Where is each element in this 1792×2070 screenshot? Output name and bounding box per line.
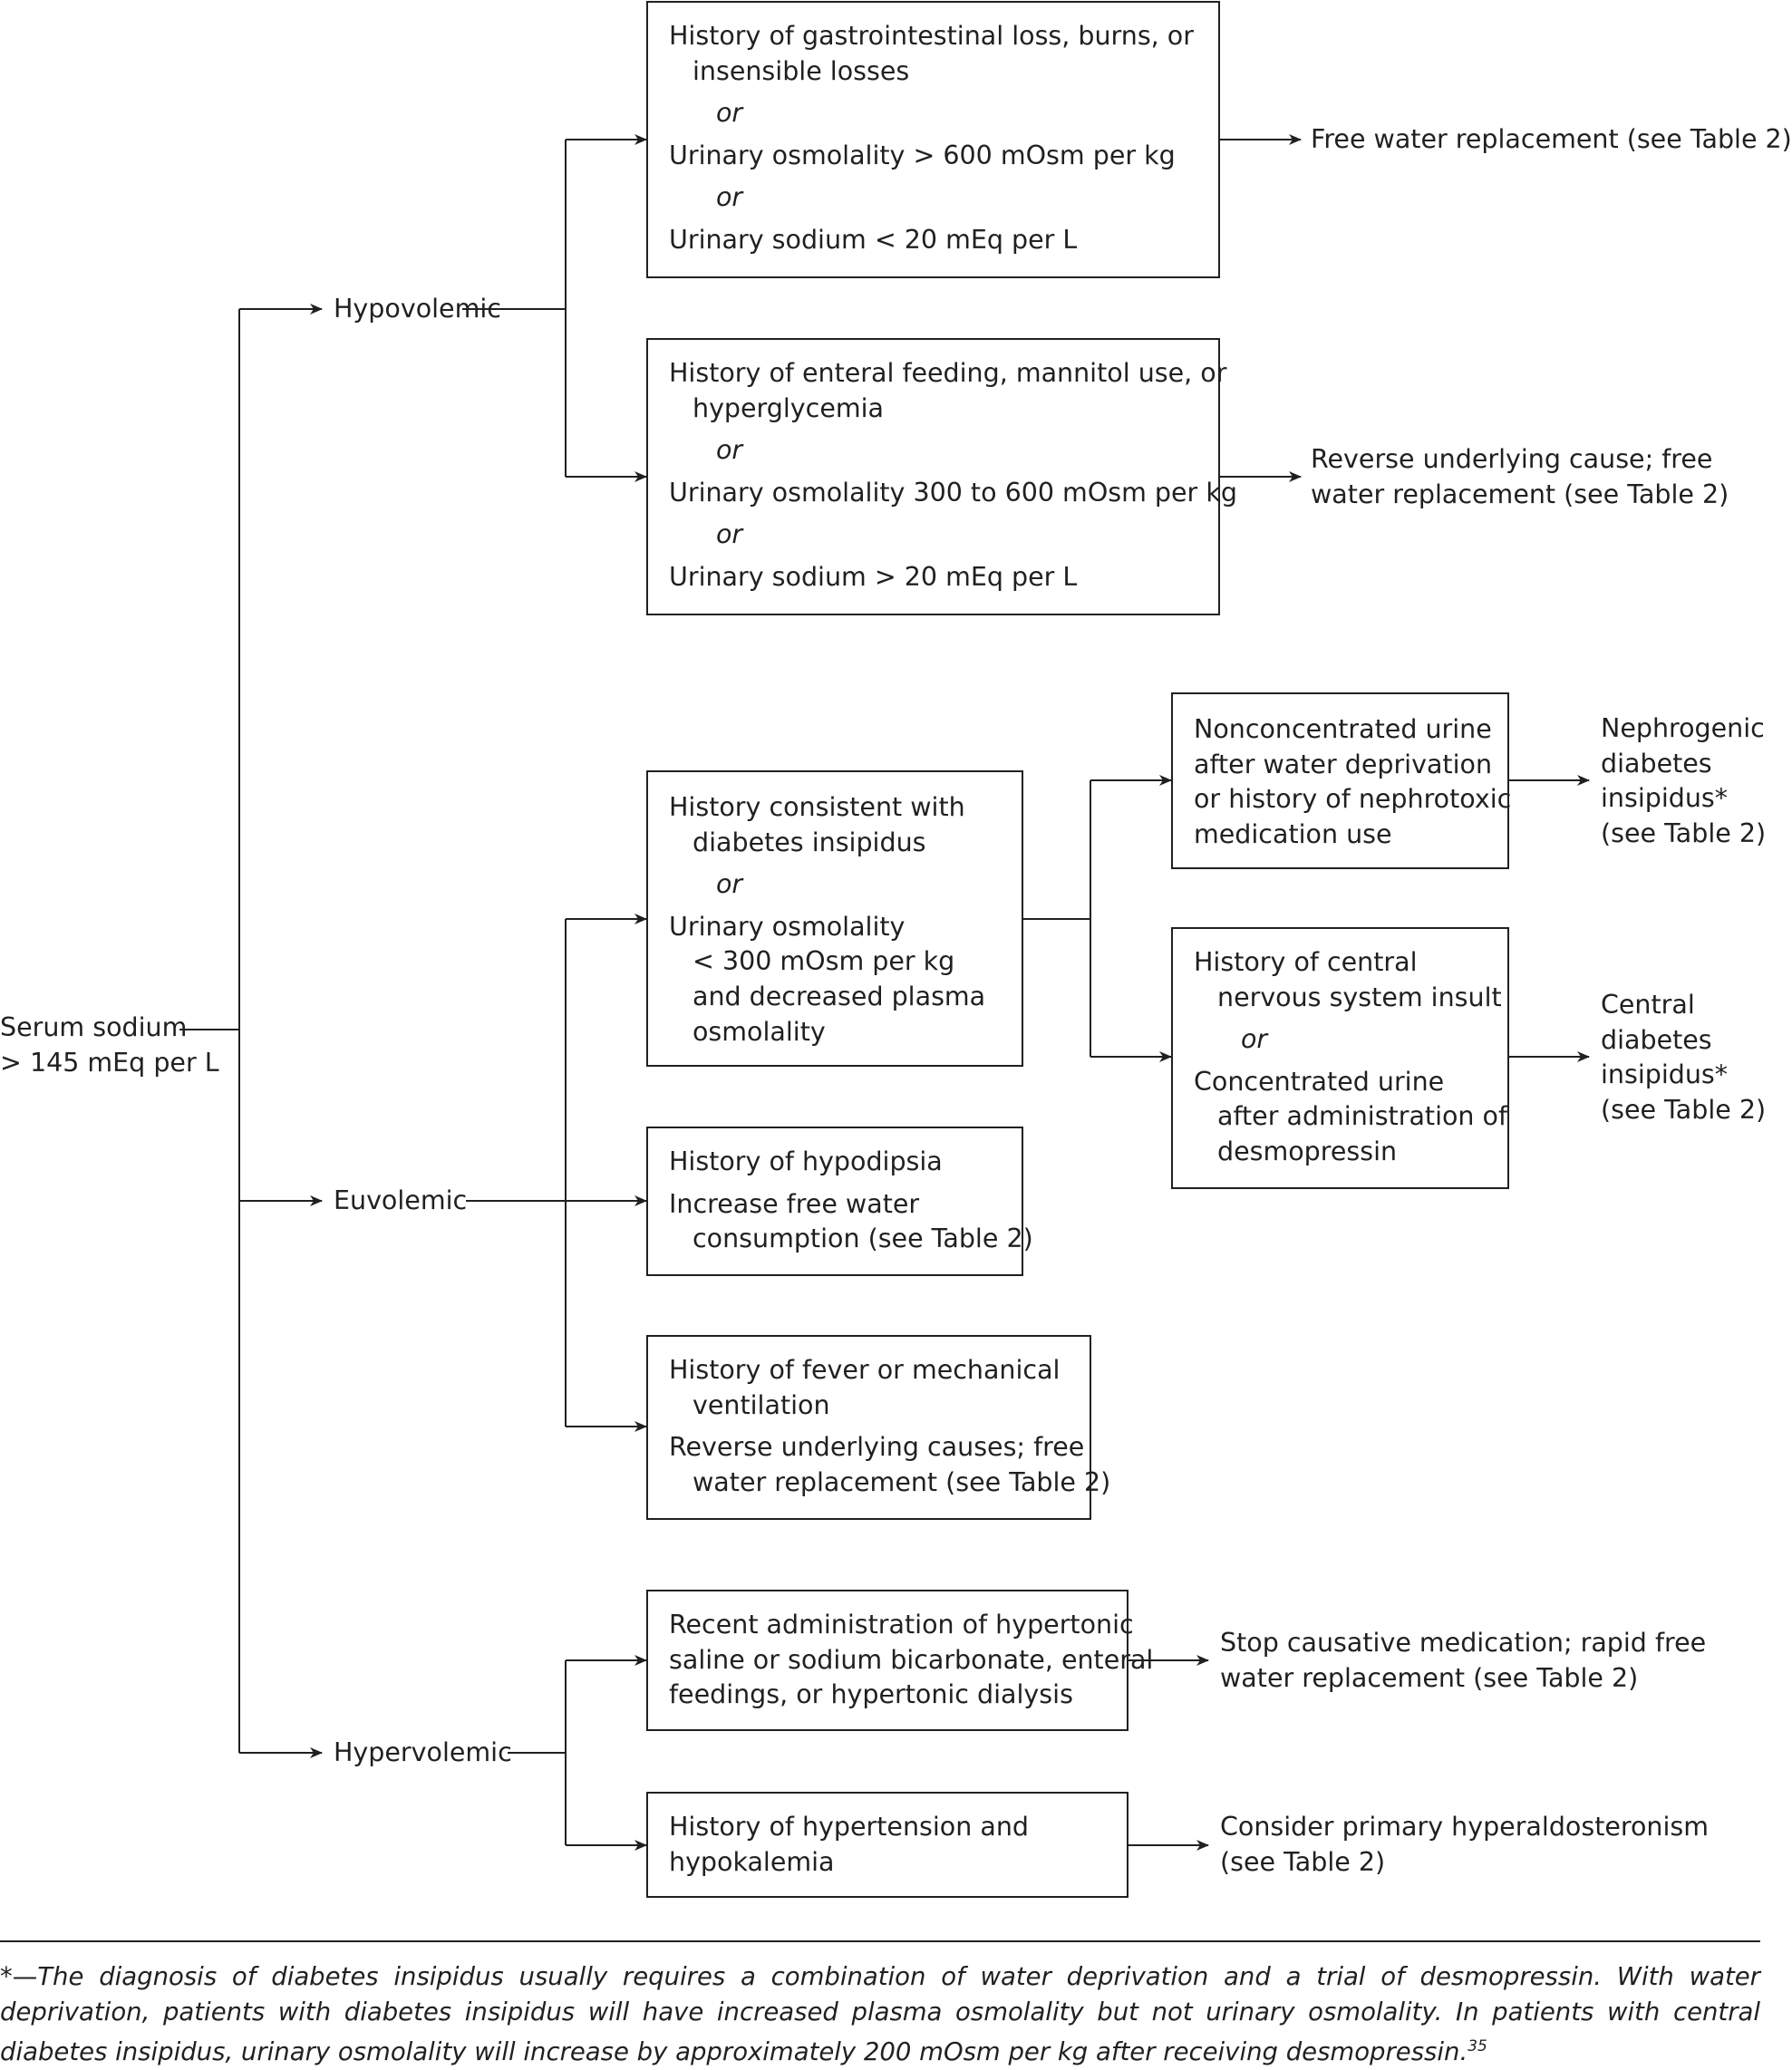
box-hypovolemic-losses: History of gastrointestinal loss, burns,… [646, 1, 1220, 278]
outcome-line: (see Table 2) [1601, 817, 1767, 848]
outcome-line: diabetes [1601, 1024, 1712, 1055]
branch-hypervolemic: Hypervolemic [334, 1737, 512, 1767]
box-hypovolemic-enteral: History of enteral feeding, mannitol use… [646, 338, 1237, 615]
box-euvolemic-diabetes-insipidus: History consistent with diabetes insipid… [646, 770, 1023, 1067]
box-fever-ventilation: History of fever or mechanical ventilati… [646, 1335, 1111, 1520]
or-connector: or [716, 519, 743, 550]
footnote: *—The diagnosis of diabetes insipidus us… [0, 1959, 1760, 2070]
outcome-line: Consider primary hyperaldosteronism [1220, 1812, 1710, 1842]
outcome-line: (see Table 2) [1601, 1094, 1767, 1125]
outcome-line: insipidus* [1601, 1059, 1729, 1090]
box-line: Increase free water [669, 1188, 920, 1219]
box-line: Nonconcentrated urine [1194, 714, 1492, 744]
box-line: after water deprivation [1194, 749, 1493, 779]
start-node: Serum sodium > 145 mEq per L [0, 1011, 219, 1080]
or-connector: or [716, 869, 743, 900]
box-line: feedings, or hypertonic dialysis [669, 1679, 1073, 1710]
or-connector: or [1241, 1024, 1268, 1055]
box-line: osmolality [693, 1016, 826, 1047]
box-line: hyperglycemia [693, 392, 884, 423]
box-hypodipsia: History of hypodipsia Increase free wate… [646, 1127, 1033, 1276]
box-hypertension-hypokalemia: History of hypertension and hypokalemia [646, 1792, 1128, 1898]
outcome-free-water: Free water replacement (see Table 2) [1311, 122, 1792, 158]
box-line: water replacement (see Table 2) [693, 1466, 1111, 1497]
box-line: and decreased plasma [693, 981, 986, 1011]
box-line: History of enteral feeding, mannitol use… [669, 358, 1227, 388]
outcome-line: Central [1601, 990, 1695, 1020]
box-line: History of gastrointestinal loss, burns,… [669, 21, 1194, 51]
box-hypertonic-administration: Recent administration of hypertonic sali… [646, 1590, 1154, 1731]
box-line: hypokalemia [669, 1846, 835, 1877]
outcome-central-di: Central diabetes insipidus* (see Table 2… [1601, 988, 1766, 1127]
box-line: Recent administration of hypertonic [669, 1610, 1134, 1640]
outcome-reverse-cause: Reverse underlying cause; free water rep… [1311, 442, 1729, 512]
box-line: saline or sodium bicarbonate, enteral [669, 1644, 1154, 1675]
box-line: consumption (see Table 2) [693, 1224, 1033, 1254]
box-line: Urinary osmolality 300 to 600 mOsm per k… [669, 477, 1237, 508]
box-line: Urinary sodium < 20 mEq per L [669, 224, 1078, 255]
outcome-line: insipidus* [1601, 783, 1729, 814]
box-line: diabetes insipidus [693, 827, 926, 857]
start-line-1: Serum sodium [0, 1012, 188, 1042]
or-connector: or [716, 182, 743, 213]
box-central-nervous-insult: History of central nervous system insult… [1171, 927, 1509, 1189]
or-connector: or [716, 98, 743, 129]
start-line-2: > 145 mEq per L [0, 1047, 219, 1078]
box-line: nervous system insult [1217, 982, 1502, 1012]
box-line: Urinary osmolality > 600 mOsm per kg [669, 140, 1176, 170]
outcome-line: Nephrogenic [1601, 713, 1765, 743]
outcome-line: Free water replacement (see Table 2) [1311, 124, 1792, 154]
box-line: or history of nephrotoxic [1194, 784, 1512, 815]
outcome-nephrogenic-di: Nephrogenic diabetes insipidus* (see Tab… [1601, 711, 1766, 851]
box-line: insensible losses [693, 55, 910, 86]
branch-euvolemic: Euvolemic [334, 1185, 468, 1215]
box-line: Reverse underlying causes; free [669, 1432, 1085, 1463]
box-line: Urinary osmolality [669, 911, 906, 942]
branch-hypovolemic: Hypovolemic [334, 294, 501, 324]
box-line: History of central [1194, 947, 1418, 977]
or-connector: or [716, 435, 743, 466]
box-line: History of hypodipsia [669, 1146, 943, 1176]
box-line: < 300 mOsm per kg [693, 946, 955, 977]
box-line: History of hypertension and [669, 1812, 1029, 1842]
outcome-stop-medication: Stop causative medication; rapid free wa… [1220, 1626, 1706, 1696]
footnote-text: *—The diagnosis of diabetes insipidus us… [0, 1962, 1760, 2067]
outcome-hyperaldosteronism: Consider primary hyperaldosteronism (see… [1220, 1810, 1709, 1880]
box-line: Concentrated urine [1194, 1066, 1445, 1097]
box-line: History consistent with [669, 792, 965, 822]
outcome-line: water replacement (see Table 2) [1311, 479, 1729, 509]
box-line: medication use [1194, 818, 1392, 849]
box-line: Urinary sodium > 20 mEq per L [669, 561, 1078, 592]
box-line: History of fever or mechanical [669, 1355, 1061, 1385]
box-line: desmopressin [1217, 1136, 1398, 1166]
outcome-line: (see Table 2) [1220, 1846, 1386, 1877]
outcome-line: Reverse underlying cause; free [1311, 444, 1713, 474]
box-nonconcentrated-urine: Nonconcentrated urine after water depriv… [1171, 692, 1512, 869]
box-line: after administration of [1217, 1101, 1508, 1132]
box-line: ventilation [693, 1389, 830, 1420]
outcome-line: water replacement (see Table 2) [1220, 1662, 1639, 1693]
footnote-reference: 35 [1468, 2037, 1487, 2056]
outcome-line: diabetes [1601, 748, 1712, 779]
outcome-line: Stop causative medication; rapid free [1220, 1628, 1707, 1658]
